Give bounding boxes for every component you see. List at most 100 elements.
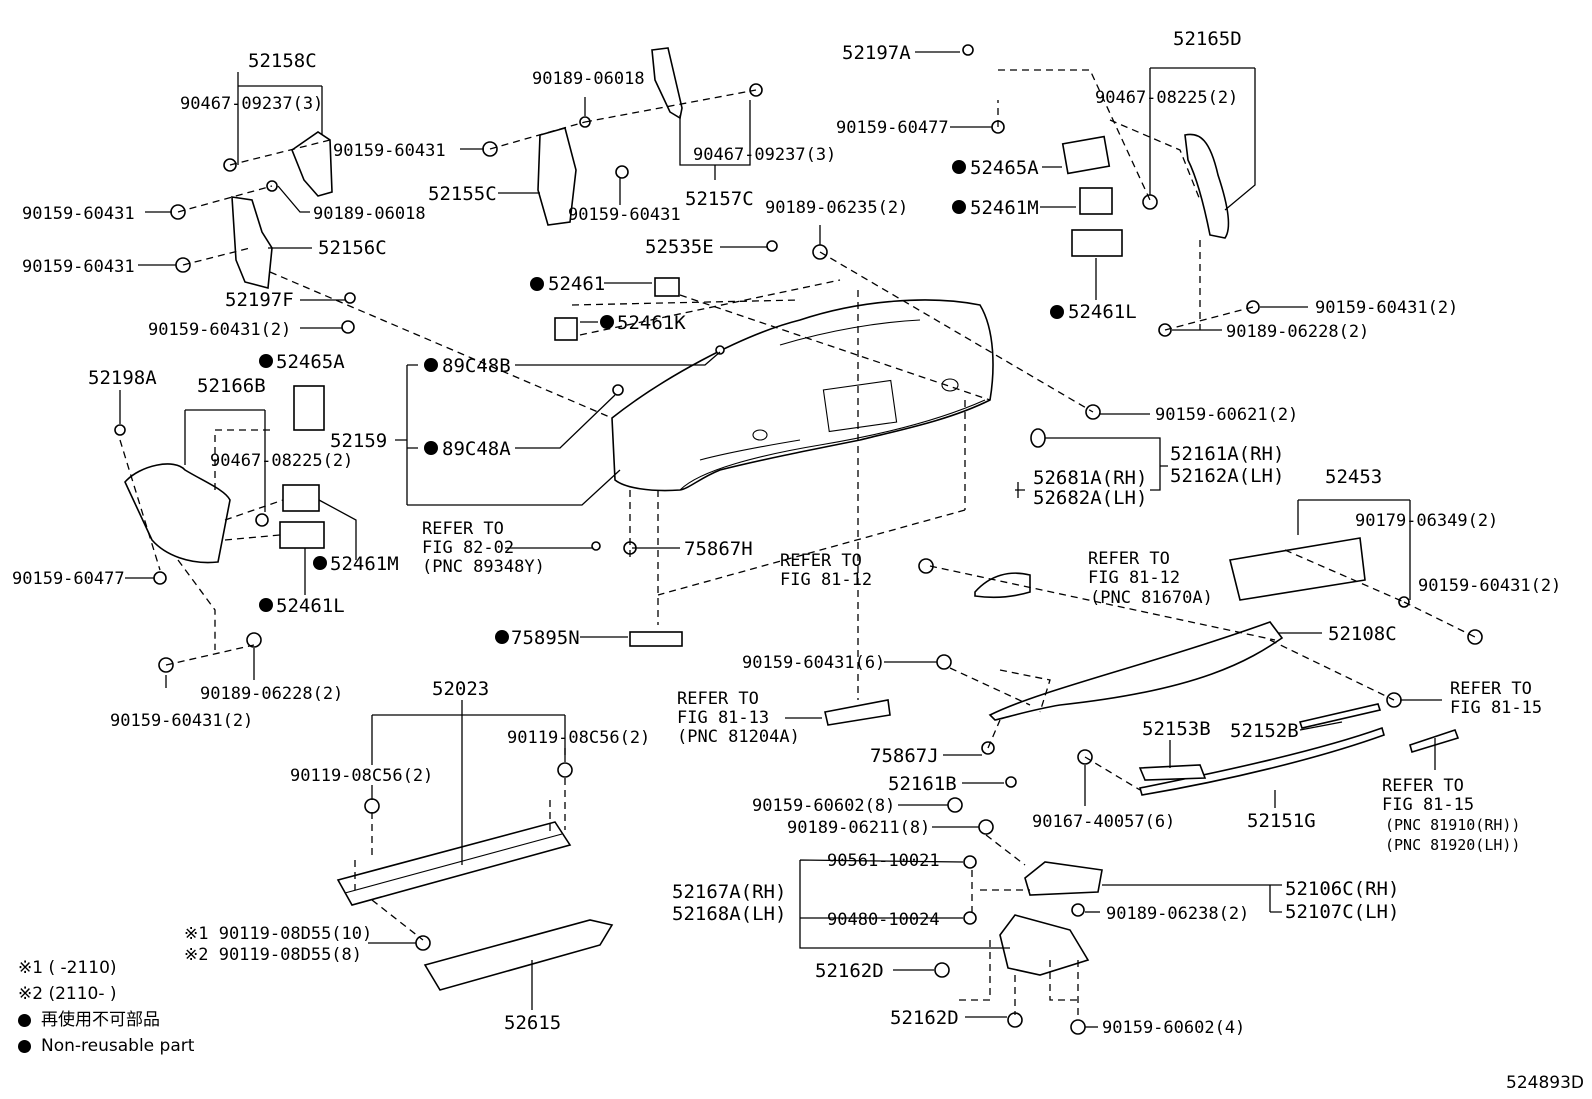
refer-note: REFER TO (422, 519, 504, 539)
part-label: 90159-60431(2) (1315, 298, 1458, 318)
part-label: 90159-60431(2) (148, 320, 291, 340)
part-label: 52155C (428, 183, 497, 205)
part-label: 90159-60621(2) (1155, 405, 1298, 425)
bracket-52158C-shape (291, 131, 333, 197)
part-label: 90159-60602(4) (1102, 1018, 1245, 1038)
part-label: 52107C(LH) (1285, 901, 1399, 923)
refer-note: REFER TO (1382, 776, 1464, 796)
refer-note: FIG 81-12 (1088, 568, 1180, 588)
part-label: 52682A(LH) (1033, 487, 1147, 509)
part-label: 52162D (890, 1007, 959, 1029)
pad-52461M-left (282, 484, 320, 512)
part-label: 90159-60477 (12, 569, 125, 589)
refer-note: (PNC 81910(RH)) (1385, 816, 1520, 834)
pad-52461M-right (1079, 187, 1113, 215)
garnish-52153B-shape (1138, 764, 1207, 781)
pad-52461 (654, 277, 680, 297)
part-label: 52168A(LH) (672, 903, 786, 925)
part-drawings (124, 47, 1460, 991)
part-label: 52152B (1230, 720, 1299, 742)
part-label: ※2 90119-08D55(8) (184, 945, 362, 965)
extension-52166B-shape (124, 463, 231, 564)
part-label: 90467-09237(3) (180, 94, 323, 114)
part-label: 52161B (888, 773, 957, 795)
part-label: 52151G (1247, 810, 1316, 832)
part-label: 52158C (248, 50, 317, 72)
part-label: 90159-60431(6) (742, 653, 885, 673)
part-label: 52161A(RH) (1170, 443, 1284, 465)
refer-note: REFER TO (1450, 679, 1532, 699)
part-label: 52615 (504, 1012, 561, 1034)
figure-code: 524893D (1506, 1073, 1584, 1093)
refer-note: (PNC 81670A) (1090, 588, 1213, 608)
cover-52167A-shape (999, 914, 1090, 976)
part-label: 90167-40057(6) (1032, 812, 1175, 832)
refer-note: REFER TO (780, 551, 862, 571)
legend-nonreusable-en: Non-reusable part (18, 1033, 194, 1059)
refer-to-notes: REFER TO FIG 82-02 (PNC 89348Y) REFER TO… (422, 519, 1542, 854)
part-label: 52106C(RH) (1285, 878, 1399, 900)
part-label: 90480-10024 (827, 910, 940, 930)
part-label: 90159-60431 (568, 205, 681, 225)
part-label: 52535E (645, 236, 714, 258)
part-label: 52162A(LH) (1170, 465, 1284, 487)
part-label: 52461L (276, 595, 345, 617)
absorber-52615-shape (423, 919, 614, 991)
pad-52465A-left (293, 385, 325, 431)
part-label: 52461M (330, 553, 399, 575)
part-label: 52159 (330, 430, 387, 452)
leader-lines (119, 51, 1442, 1028)
bullet-icon (18, 1039, 31, 1053)
part-label: 90189-06228(2) (200, 684, 343, 704)
part-label: 52465A (276, 351, 345, 373)
refer-note: FIG 81-15 (1382, 795, 1474, 815)
part-label: 90159-60477 (836, 118, 949, 138)
part-label: 90159-60431(2) (1418, 576, 1561, 596)
part-label: 90189-06228(2) (1226, 322, 1369, 342)
part-label: 90189-06211(8) (787, 818, 930, 838)
part-label: 75867H (684, 538, 753, 560)
part-label: 52108C (1328, 623, 1397, 645)
part-label: 52166B (197, 375, 266, 397)
refer-note: (PNC 89348Y) (422, 557, 545, 577)
part-label: 89C48A (442, 438, 511, 460)
bullet-icon (18, 1013, 31, 1027)
part-label: 75895N (511, 627, 580, 649)
part-label: 52157C (685, 188, 754, 210)
bracket-52156C-shape (231, 196, 273, 290)
part-label: 52153B (1142, 718, 1211, 740)
refer-note: FIG 81-13 (677, 708, 769, 728)
part-75895N (629, 631, 683, 647)
part-label: 90189-06238(2) (1106, 904, 1249, 924)
bumper-cover-shape (611, 299, 994, 492)
part-label: 52156C (318, 237, 387, 259)
refer-note: REFER TO (1088, 549, 1170, 569)
pad-52461L-left (279, 521, 325, 549)
part-label: 52023 (432, 678, 489, 700)
refer-note: FIG 82-02 (422, 538, 514, 558)
part-label: 75867J (870, 745, 939, 767)
part-label: 52461M (970, 197, 1039, 219)
refer-note: (PNC 81920(LH)) (1385, 836, 1520, 854)
part-label: 52165D (1173, 28, 1242, 50)
part-81204A (824, 699, 891, 726)
legend-note-1: ※1 ( -2110) (18, 958, 117, 978)
part-81910 (1409, 728, 1460, 754)
part-labels: 52158C 90467-09237(3) 90159-60431 90189-… (12, 28, 1561, 1038)
part-label: 90119-08C56(2) (507, 728, 650, 748)
part-label: 90119-08C56(2) (290, 766, 433, 786)
part-label: 52453 (1325, 466, 1382, 488)
part-label: 90189-06235(2) (765, 198, 908, 218)
part-label: 52461L (1068, 301, 1137, 323)
part-label: 90159-60431 (333, 141, 446, 161)
part-label: 52461K (617, 312, 686, 334)
plate-bracket-52453-shape (1229, 537, 1366, 601)
part-label: 90467-08225(2) (1095, 88, 1238, 108)
garnish-52152B-shape (1298, 703, 1382, 729)
part-label: 52162D (815, 960, 884, 982)
part-label: 90467-09237(3) (693, 145, 836, 165)
legend: ※1 ( -2110) ※2 (2110- ) 再使用不可部品 Non-reus… (18, 955, 194, 1059)
part-label: 90467-08225(2) (210, 451, 353, 471)
part-label: 89C48B (442, 355, 511, 377)
part-label: ※1 90119-08D55(10) (184, 924, 372, 944)
